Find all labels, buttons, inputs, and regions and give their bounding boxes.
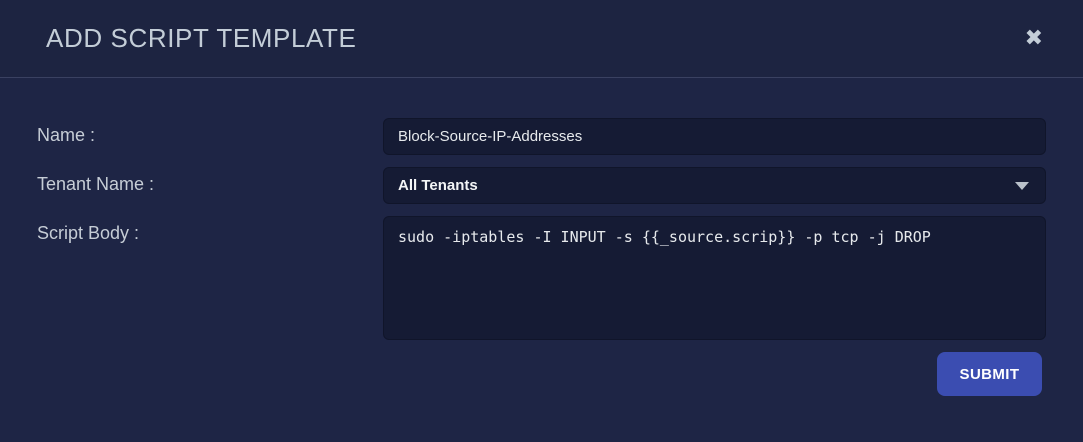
dialog-actions: SUBMIT xyxy=(37,352,1046,396)
tenant-select-value: All Tenants xyxy=(398,177,478,194)
dialog-body: Name : Tenant Name : All Tenants Script … xyxy=(0,78,1083,396)
tenant-name-label: Tenant Name : xyxy=(37,174,155,194)
name-label: Name : xyxy=(37,125,96,145)
dialog-header: ADD SCRIPT TEMPLATE ✖ xyxy=(0,0,1083,78)
dialog-title: ADD SCRIPT TEMPLATE xyxy=(46,23,357,53)
script-body-row: Script Body : sudo -iptables -I INPUT -s… xyxy=(37,216,1046,340)
submit-button[interactable]: SUBMIT xyxy=(937,352,1042,396)
chevron-down-icon xyxy=(1015,181,1029,190)
name-input[interactable] xyxy=(383,118,1046,155)
close-icon[interactable]: ✖ xyxy=(1024,25,1043,51)
tenant-select[interactable]: All Tenants xyxy=(383,167,1046,204)
script-body-textarea[interactable]: sudo -iptables -I INPUT -s {{_source.scr… xyxy=(383,216,1046,340)
tenant-name-row: Tenant Name : All Tenants xyxy=(37,167,1046,204)
script-body-label: Script Body : xyxy=(37,223,140,243)
name-row: Name : xyxy=(37,118,1046,155)
